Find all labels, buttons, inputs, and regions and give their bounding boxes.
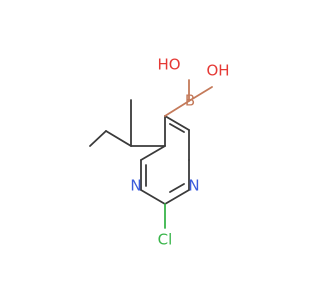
- bond-c4-n3: [140, 145, 166, 161]
- bond-ch-ch2: [105, 130, 132, 147]
- bond-ch2-ch3: [89, 130, 107, 147]
- chlorine-atom-label: Cl: [158, 231, 173, 249]
- bond-c5-c6: [164, 115, 190, 131]
- double-bond-c2-n1: [169, 183, 185, 193]
- bond-c2-n1: [164, 189, 190, 205]
- hydroxyl-left-label: HO: [157, 56, 180, 74]
- bond-c5-b: [164, 100, 190, 117]
- hydroxyl-right-label: OH: [206, 62, 229, 80]
- nitrogen-right-label: N: [188, 177, 199, 195]
- molecule-structure: B HO OH N N Cl: [89, 56, 230, 249]
- pyrimidine-ring: [140, 115, 190, 205]
- bond-c2-cl-side: [140, 189, 166, 205]
- sec-butyl-group: [89, 99, 166, 147]
- double-bond-c5-c6: [169, 123, 185, 133]
- boronic-acid-group: [164, 79, 213, 117]
- bond-b-oh-right: [188, 86, 213, 102]
- boron-atom-label: B: [185, 92, 195, 110]
- molecule-canvas: B HO OH N N Cl: [89, 56, 230, 249]
- nitrogen-left-label: N: [130, 177, 141, 195]
